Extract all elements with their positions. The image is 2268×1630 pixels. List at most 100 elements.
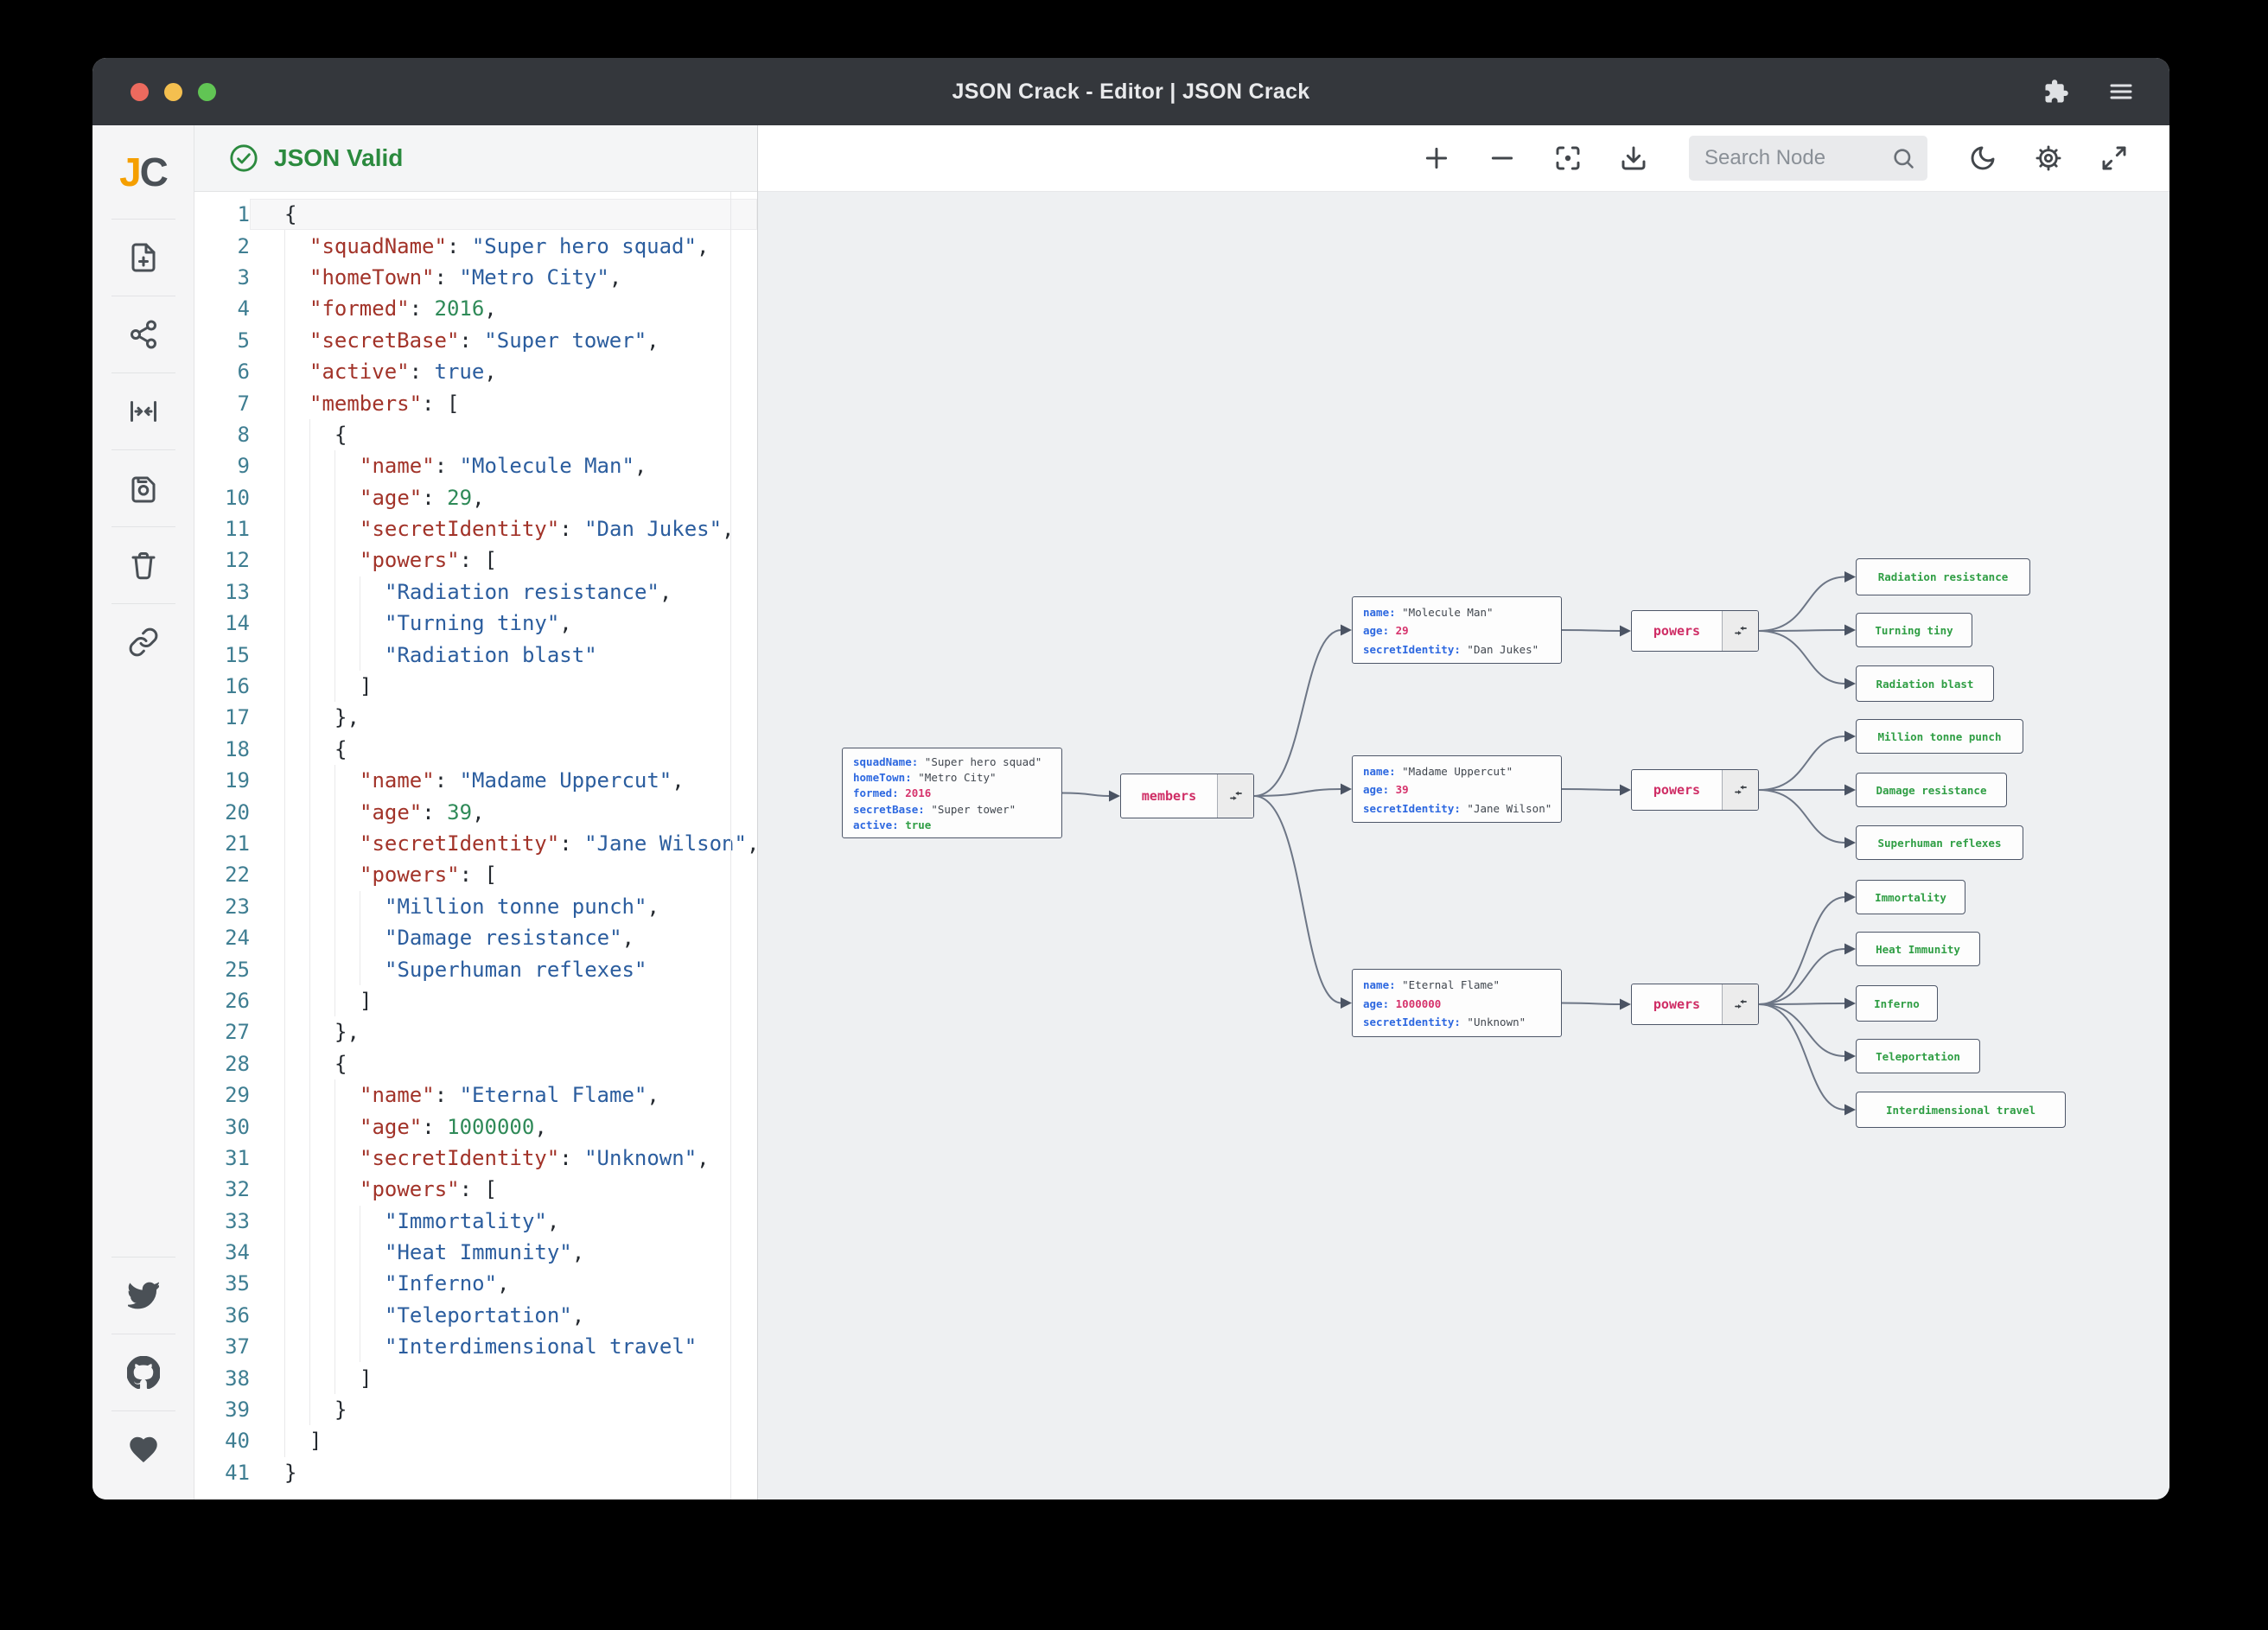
fullscreen-button[interactable] <box>2100 144 2128 172</box>
code-line-text[interactable]: "secretBase": "Super tower", <box>250 324 757 356</box>
code-line-text[interactable]: "homeTown": "Metro City", <box>250 261 757 294</box>
code-line[interactable]: 20"age": 39, <box>194 796 757 828</box>
sponsor-link[interactable] <box>92 1411 194 1487</box>
code-line-text[interactable]: "active": true, <box>250 355 757 388</box>
code-line[interactable]: 27}, <box>194 1016 757 1048</box>
code-line[interactable]: 37"Interdimensional travel" <box>194 1331 757 1363</box>
download-image-button[interactable] <box>1620 144 1647 172</box>
code-line[interactable]: 23"Million tonne punch", <box>194 890 757 922</box>
code-line-text[interactable]: "Inferno", <box>250 1268 757 1300</box>
code-line[interactable]: 33"Immortality", <box>194 1205 757 1237</box>
code-line[interactable]: 14"Turning tiny", <box>194 608 757 640</box>
code-line-text[interactable]: "secretIdentity": "Dan Jukes", <box>250 513 757 545</box>
graph-node-l6[interactable]: Superhuman reflexes <box>1856 825 2023 860</box>
code-line-text[interactable]: ] <box>250 984 757 1017</box>
code-line-text[interactable]: "powers": [ <box>250 544 757 576</box>
code-line-text[interactable]: }, <box>250 702 757 734</box>
zoom-out-button[interactable] <box>1488 144 1516 172</box>
code-line[interactable]: 39} <box>194 1393 757 1426</box>
graph-node-p1[interactable]: powers <box>1631 610 1759 652</box>
code-line-text[interactable]: } <box>250 1393 757 1426</box>
code-line-text[interactable]: "Teleportation", <box>250 1299 757 1332</box>
code-line[interactable]: 35"Inferno", <box>194 1268 757 1300</box>
zoom-window-button[interactable] <box>198 82 216 101</box>
code-line[interactable]: 31"secretIdentity": "Unknown", <box>194 1142 757 1175</box>
zoom-in-button[interactable] <box>1423 144 1450 172</box>
code-line[interactable]: 2"squadName": "Super hero squad", <box>194 230 757 262</box>
code-line[interactable]: 19"name": "Madame Uppercut", <box>194 765 757 797</box>
code-line[interactable]: 36"Teleportation", <box>194 1299 757 1332</box>
code-line[interactable]: 1{ <box>194 199 757 231</box>
close-window-button[interactable] <box>131 82 149 101</box>
code-line-text[interactable]: "Damage resistance", <box>250 921 757 954</box>
fit-width-button[interactable] <box>92 373 194 449</box>
graph-node-l8[interactable]: Heat Immunity <box>1856 932 1980 966</box>
code-line[interactable]: 7"members": [ <box>194 387 757 419</box>
code-line[interactable]: 9"name": "Molecule Man", <box>194 450 757 482</box>
code-line[interactable]: 13"Radiation resistance", <box>194 576 757 608</box>
code-line[interactable]: 15"Radiation blast" <box>194 639 757 671</box>
code-line-text[interactable]: { <box>250 199 757 231</box>
graph-node-l3[interactable]: Radiation blast <box>1856 665 1994 702</box>
code-line-text[interactable]: "Interdimensional travel" <box>250 1331 757 1363</box>
new-document-button[interactable] <box>92 220 194 296</box>
code-line-text[interactable]: "age": 39, <box>250 796 757 828</box>
code-line[interactable]: 12"powers": [ <box>194 544 757 576</box>
code-line-text[interactable]: "name": "Madame Uppercut", <box>250 765 757 797</box>
code-line[interactable]: 4"formed": 2016, <box>194 293 757 325</box>
graph-node-p2[interactable]: powers <box>1631 769 1759 811</box>
search-input[interactable] <box>1704 146 1891 170</box>
code-line[interactable]: 30"age": 1000000, <box>194 1111 757 1143</box>
collapse-node-button[interactable] <box>1722 611 1758 651</box>
code-line-text[interactable]: "age": 29, <box>250 481 757 513</box>
collapse-node-button[interactable] <box>1722 984 1758 1024</box>
code-line-text[interactable]: "Immortality", <box>250 1205 757 1237</box>
code-line[interactable]: 17}, <box>194 702 757 734</box>
code-line-text[interactable]: "Turning tiny", <box>250 608 757 640</box>
code-line-text[interactable]: "name": "Eternal Flame", <box>250 1079 757 1111</box>
code-line[interactable]: 6"active": true, <box>194 355 757 388</box>
collapse-node-button[interactable] <box>1217 774 1253 818</box>
code-line-text[interactable]: "name": "Molecule Man", <box>250 450 757 482</box>
graph-node-l1[interactable]: Radiation resistance <box>1856 558 2030 595</box>
code-line[interactable]: 3"homeTown": "Metro City", <box>194 261 757 294</box>
copy-link-button[interactable] <box>92 604 194 680</box>
code-line[interactable]: 5"secretBase": "Super tower", <box>194 324 757 356</box>
code-line[interactable]: 8{ <box>194 418 757 451</box>
delete-button[interactable] <box>92 527 194 603</box>
code-line-text[interactable]: { <box>250 418 757 451</box>
collapse-node-button[interactable] <box>1722 770 1758 810</box>
extensions-button[interactable] <box>2043 79 2069 105</box>
code-line-text[interactable]: "Radiation resistance", <box>250 576 757 608</box>
code-line-text[interactable]: "secretIdentity": "Unknown", <box>250 1142 757 1175</box>
graph-node-l2[interactable]: Turning tiny <box>1856 613 1972 647</box>
code-line-text[interactable]: "Million tonne punch", <box>250 890 757 922</box>
code-line-text[interactable]: "powers": [ <box>250 859 757 891</box>
code-line[interactable]: 21"secretIdentity": "Jane Wilson", <box>194 827 757 860</box>
graph-node-l4[interactable]: Million tonne punch <box>1856 719 2023 754</box>
graph-node-root[interactable]: squadName: "Super hero squad"homeTown: "… <box>842 748 1062 838</box>
code-line-text[interactable]: "Radiation blast" <box>250 639 757 671</box>
code-line-text[interactable]: "Superhuman reflexes" <box>250 953 757 985</box>
code-line[interactable]: 41} <box>194 1457 757 1488</box>
browser-menu-button[interactable] <box>2109 81 2133 102</box>
share-graph-button[interactable] <box>92 296 194 372</box>
github-link[interactable] <box>92 1334 194 1410</box>
code-line-text[interactable]: "age": 1000000, <box>250 1111 757 1143</box>
code-line[interactable]: 24"Damage resistance", <box>194 921 757 954</box>
minimize-window-button[interactable] <box>164 82 182 101</box>
code-line[interactable]: 29"name": "Eternal Flame", <box>194 1079 757 1111</box>
code-line-text[interactable]: "formed": 2016, <box>250 293 757 325</box>
code-line-text[interactable]: { <box>250 1047 757 1079</box>
twitter-link[interactable] <box>92 1258 194 1334</box>
code-line[interactable]: 40] <box>194 1425 757 1457</box>
code-line-text[interactable]: "squadName": "Super hero squad", <box>250 230 757 262</box>
dark-mode-toggle[interactable] <box>1969 144 1997 172</box>
graph-node-l5[interactable]: Damage resistance <box>1856 773 2007 807</box>
graph-node-members[interactable]: members <box>1120 774 1254 818</box>
code-line[interactable]: 34"Heat Immunity", <box>194 1236 757 1269</box>
